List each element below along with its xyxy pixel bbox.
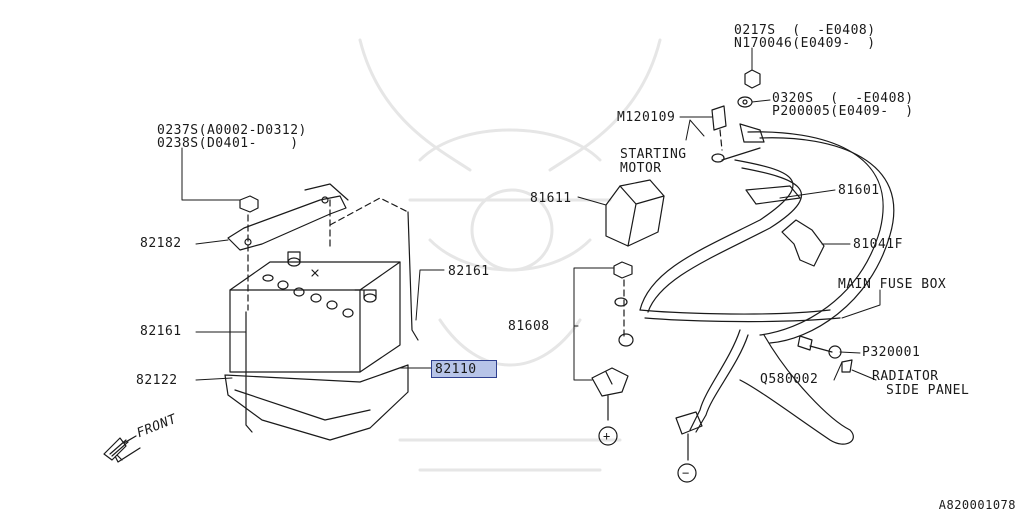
part-81041f[interactable]: 81041F xyxy=(853,237,903,252)
ref-nut-top-a: 0217S ( -E0408) xyxy=(734,23,876,38)
cable-sleeve xyxy=(745,185,801,205)
plus-sign: + xyxy=(603,429,611,443)
ref-washer-a: 0320S ( -E0408) xyxy=(772,91,914,106)
cable-81601 xyxy=(639,131,895,483)
ground-hardware xyxy=(797,335,853,373)
battery-82110 xyxy=(224,251,409,441)
part-82161-left[interactable]: 82161 xyxy=(140,324,182,339)
part-82110[interactable]: 82110 xyxy=(435,362,477,377)
rod-82161-right xyxy=(407,211,419,341)
callout-starting-motor-1: STARTING xyxy=(620,147,687,162)
part-m120109[interactable]: M120109 xyxy=(617,110,676,125)
catalog-code: A820001078 xyxy=(938,498,1016,512)
part-81608[interactable]: 81608 xyxy=(508,319,550,334)
ref-nut-left-b: 0238S(D0401- ) xyxy=(157,136,299,151)
part-82182[interactable]: 82182 xyxy=(140,236,182,251)
callout-radiator-2: SIDE PANEL xyxy=(886,383,970,398)
part-82110-highlight[interactable]: 82110 xyxy=(431,360,497,378)
positive-terminal-81608 xyxy=(591,261,634,446)
ref-nut-top-b: N170046(E0409- ) xyxy=(734,36,876,51)
part-81601[interactable]: 81601 xyxy=(838,183,880,198)
watermark-emblem xyxy=(358,38,662,472)
starting-motor-lead xyxy=(711,69,765,163)
leader-lines xyxy=(181,47,881,381)
callout-radiator-1: RADIATOR xyxy=(872,369,939,384)
terminal-cover-81611 xyxy=(605,179,665,247)
rod-82161-left xyxy=(245,311,253,433)
part-p320001[interactable]: P320001 xyxy=(862,345,921,360)
minus-sign: − xyxy=(682,466,690,480)
part-81611[interactable]: 81611 xyxy=(530,191,572,206)
clamp-81041f xyxy=(781,219,825,267)
bracket-82182 xyxy=(227,183,349,251)
part-q580002[interactable]: Q580002 xyxy=(760,372,819,387)
ref-washer-b: P200005(E0409- ) xyxy=(772,104,914,119)
guide-lines xyxy=(247,129,723,341)
part-82161-top[interactable]: 82161 xyxy=(448,264,490,279)
part-82122[interactable]: 82122 xyxy=(136,373,178,388)
nut-bracket xyxy=(239,195,259,213)
callout-starting-motor-2: MOTOR xyxy=(620,161,662,176)
callout-main-fuse-box: MAIN FUSE BOX xyxy=(838,277,947,292)
ref-nut-left-a: 0237S(A0002-D0312) xyxy=(157,123,307,138)
